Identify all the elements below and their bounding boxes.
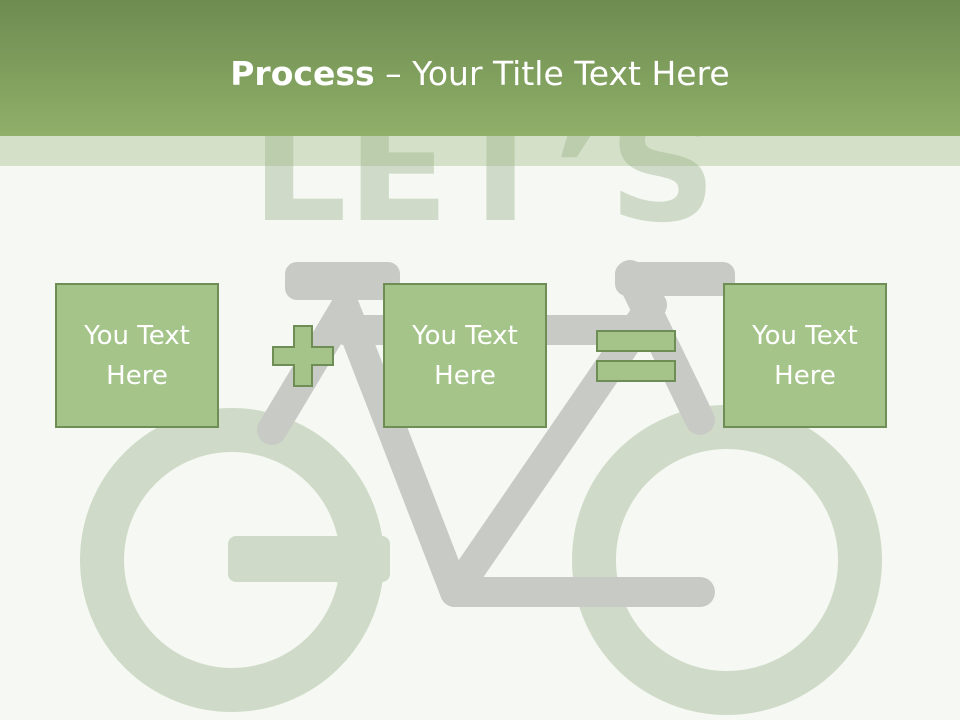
title-band-strip <box>0 136 960 166</box>
title-bold: Process <box>230 54 375 93</box>
process-box-1-label: You Text Here <box>84 320 190 391</box>
process-box-2: You Text Here <box>383 283 547 428</box>
process-box-2-label: You Text Here <box>412 320 518 391</box>
process-box-3: You Text Here <box>723 283 887 428</box>
plus-icon <box>272 325 334 387</box>
slide-title: Process – Your Title Text Here <box>0 54 960 94</box>
title-rest: – Your Title Text Here <box>374 54 730 93</box>
equals-icon <box>596 330 676 382</box>
title-band <box>0 0 960 136</box>
process-box-3-label: You Text Here <box>752 320 858 391</box>
process-box-1: You Text Here <box>55 283 219 428</box>
